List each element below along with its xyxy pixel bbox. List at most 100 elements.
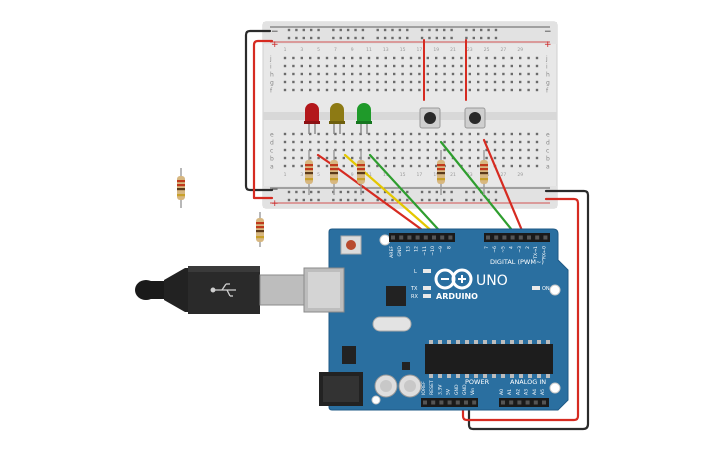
rail-minus-label-right: − [544, 27, 552, 37]
pin-label: 12 [414, 246, 420, 252]
pin-label: 8 [446, 246, 452, 249]
column-number: 9 [351, 47, 354, 53]
loose-resistor-2[interactable] [256, 212, 264, 247]
pin-label: TX→1 [533, 246, 539, 260]
tx-led-label: TX [410, 286, 418, 292]
arduino-brand-text: ARDUINO [436, 292, 478, 301]
digital-header-right[interactable] [484, 233, 550, 242]
arduino-model-text: UNO [476, 273, 508, 289]
wires [244, 29, 590, 431]
yellow-led[interactable] [329, 103, 345, 134]
row-letter: h [270, 72, 274, 79]
column-number: 15 [400, 172, 406, 178]
pin-label: A0 [499, 389, 505, 395]
column-number: 13 [383, 172, 389, 178]
push-button-2[interactable] [464, 107, 486, 129]
wire-red-led[interactable] [316, 153, 438, 242]
column-number: 1 [284, 47, 287, 53]
pin-label: 13 [405, 246, 411, 252]
digital-header-left[interactable] [389, 233, 455, 242]
breadboard-resistor[interactable] [437, 150, 445, 195]
row-letter: c [270, 148, 273, 155]
on-led-label: ON [542, 286, 550, 292]
column-number: 23 [467, 47, 473, 53]
l-led-label: L [414, 269, 417, 275]
column-number: 21 [450, 172, 456, 178]
analog-header[interactable] [499, 398, 549, 407]
wire-red-5v[interactable] [461, 197, 580, 422]
column-number: 5 [317, 47, 320, 53]
column-number: 3 [300, 172, 303, 178]
column-number: 19 [433, 172, 439, 178]
row-letter: f [270, 88, 273, 95]
column-number: 27 [501, 47, 507, 53]
pin-label: ~6 [492, 246, 498, 253]
loose-resistor-1[interactable] [177, 168, 185, 208]
breadboard-resistor[interactable] [357, 150, 365, 195]
row-letter: i [546, 64, 548, 71]
arduino-logo [434, 268, 473, 290]
push-button-1[interactable] [419, 107, 441, 129]
breadboard-resistor[interactable] [480, 150, 488, 195]
pin-label: GND [454, 384, 460, 395]
digital-header-label: DIGITAL (PWM~) [490, 258, 544, 266]
pin-label: A3 [524, 389, 530, 395]
breadboard-resistor[interactable] [305, 150, 313, 195]
pin-label: 7 [484, 246, 490, 249]
rail-plus-label: + [271, 40, 279, 50]
row-letter: e [270, 132, 274, 139]
on-led [532, 286, 540, 290]
row-letter: b [546, 156, 550, 163]
power-label: POWER [465, 378, 490, 386]
pin-label: 4 [509, 246, 515, 249]
wire-green-led[interactable] [368, 153, 450, 242]
column-number: 27 [501, 172, 507, 178]
power-jack [319, 372, 363, 406]
row-letter: j [545, 56, 548, 63]
pin-label: ~5 [500, 246, 506, 253]
reset-button[interactable] [340, 235, 362, 255]
row-letter: g [270, 80, 274, 87]
column-number: 11 [366, 47, 372, 53]
rail-plus-label-bottom: + [271, 199, 279, 209]
resistors [305, 150, 488, 195]
column-number: 25 [484, 47, 490, 53]
row-letter: c [546, 148, 549, 155]
rail-minus-label-bottom: − [271, 185, 279, 195]
pin-label: 2 [525, 246, 531, 249]
wire-black-left[interactable] [244, 29, 274, 192]
column-number: 21 [450, 47, 456, 53]
rx-led-label: RX [411, 294, 418, 300]
l-led [423, 269, 431, 273]
pin-label: AREF [389, 246, 395, 258]
column-number: 29 [517, 172, 523, 178]
wire-red-left[interactable] [252, 39, 274, 200]
pin-label: 5V [446, 388, 452, 395]
row-letter: f [546, 88, 549, 95]
row-letter: i [270, 64, 272, 71]
wire-black-gnd[interactable] [467, 189, 590, 431]
crystal-oscillator [372, 316, 412, 332]
rx-led [423, 294, 431, 298]
column-number: 7 [334, 47, 337, 53]
wire-red-button2[interactable] [482, 138, 528, 242]
row-letter: j [269, 56, 272, 63]
leds [304, 103, 372, 134]
breadboard-resistor[interactable] [330, 150, 338, 195]
analog-label: ANALOG IN [510, 378, 546, 386]
pin-label: ~9 [438, 246, 444, 253]
red-led[interactable] [304, 103, 320, 134]
usb-cable [135, 266, 305, 314]
regulator [342, 346, 356, 364]
green-led[interactable] [356, 103, 372, 134]
wire-green-button1[interactable] [439, 140, 522, 242]
column-number: 3 [300, 47, 303, 53]
row-letter: g [546, 80, 550, 87]
capacitors [374, 374, 422, 398]
pin-label: A1 [507, 389, 513, 395]
row-letter: h [546, 72, 550, 79]
row-letter: d [270, 140, 274, 147]
column-number: 19 [433, 47, 439, 53]
